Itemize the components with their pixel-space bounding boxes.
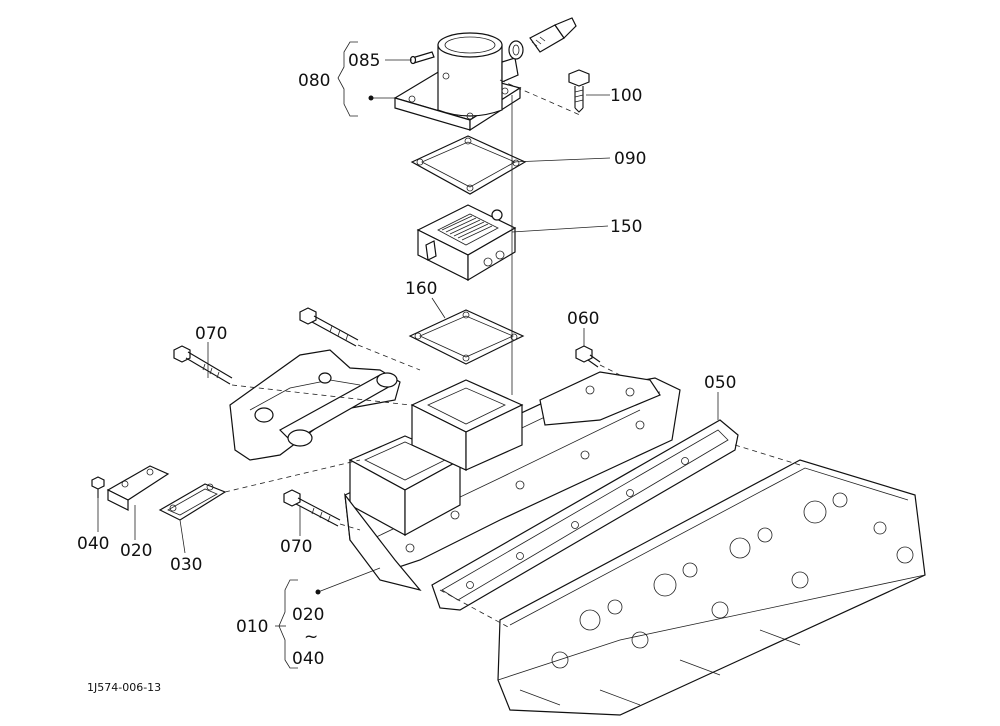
callout-010-range-to: 040 xyxy=(292,649,324,669)
callout-150: 150 xyxy=(610,217,642,237)
bolt-070-top xyxy=(299,307,359,347)
callout-100: 100 xyxy=(610,86,642,106)
callout-030: 030 xyxy=(170,555,202,575)
intake-heater-150 xyxy=(416,204,517,282)
callout-160: 160 xyxy=(405,279,437,299)
callout-040: 040 xyxy=(77,534,109,554)
gasket-030 xyxy=(158,483,227,521)
callout-020: 020 xyxy=(120,541,152,561)
callout-080: 080 xyxy=(298,71,330,91)
outlet-housing xyxy=(393,32,522,132)
bracket-010 xyxy=(278,579,321,669)
callout-070-lower: 070 xyxy=(280,537,312,557)
gasket-090 xyxy=(410,135,527,195)
callout-085: 085 xyxy=(348,51,380,71)
callout-010-range-tilde: ~ xyxy=(304,627,318,647)
pin-085 xyxy=(409,51,435,65)
bolt-040 xyxy=(91,476,105,498)
temperature-sensor xyxy=(508,17,577,60)
assembly-guides xyxy=(224,79,801,629)
gasket-050 xyxy=(431,419,739,611)
bolt-100 xyxy=(568,69,590,113)
cover-plate-020 xyxy=(106,465,170,511)
bolt-060 xyxy=(575,345,601,368)
callout-010-range-from: 020 xyxy=(292,605,324,625)
leader-lines xyxy=(97,59,719,627)
intake-manifold xyxy=(344,371,681,592)
callout-090: 090 xyxy=(614,149,646,169)
drawing-code: 1J574-006-13 xyxy=(87,681,161,694)
callout-060: 060 xyxy=(567,309,599,329)
bolt-070-lower xyxy=(283,489,341,527)
valve-ports xyxy=(551,492,914,669)
bracket xyxy=(229,349,401,461)
bolt-070-upper xyxy=(173,345,233,385)
gasket-160 xyxy=(408,309,525,365)
cylinder-head xyxy=(497,459,926,716)
bracket-080 xyxy=(337,41,374,117)
callout-010: 010 xyxy=(236,617,268,637)
callout-050: 050 xyxy=(704,373,736,393)
callout-070-upper: 070 xyxy=(195,324,227,344)
